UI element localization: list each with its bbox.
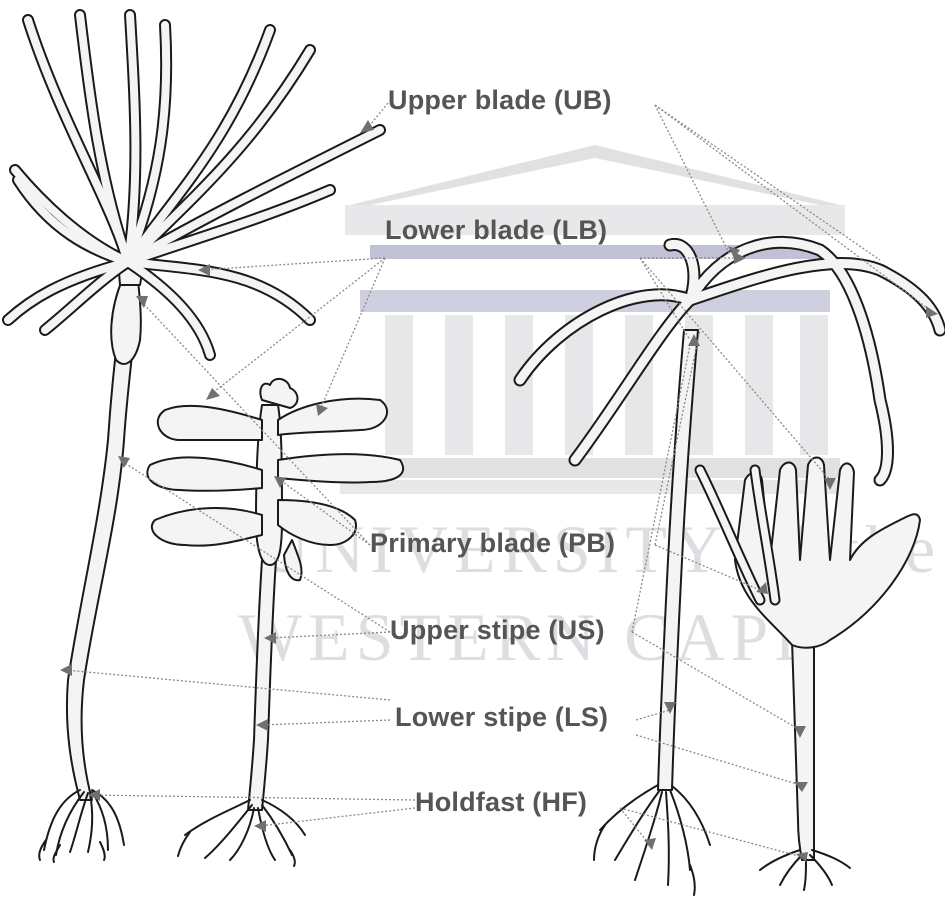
specimen-2-holdfast <box>178 800 305 866</box>
label-lower-stipe: Lower stipe (LS) <box>395 702 608 733</box>
arrow-icon <box>206 388 220 400</box>
label-holdfast: Holdfast (HF) <box>415 787 587 818</box>
specimen-2-stipe <box>248 560 276 810</box>
specimen-1-blades <box>8 15 380 355</box>
label-lower-blade: Lower blade (LB) <box>385 215 607 246</box>
specimen-4-stipe <box>792 640 814 860</box>
specimen-1-swelling <box>111 280 141 364</box>
label-upper-stipe: Upper stipe (US) <box>390 615 605 646</box>
arrow-icon <box>60 664 72 676</box>
specimen-1-blades-fill <box>8 15 380 355</box>
label-primary-blade: Primary blade (PB) <box>370 528 615 559</box>
specimen-1-stipe <box>67 290 138 800</box>
label-upper-blade: Upper blade (UB) <box>388 85 612 116</box>
